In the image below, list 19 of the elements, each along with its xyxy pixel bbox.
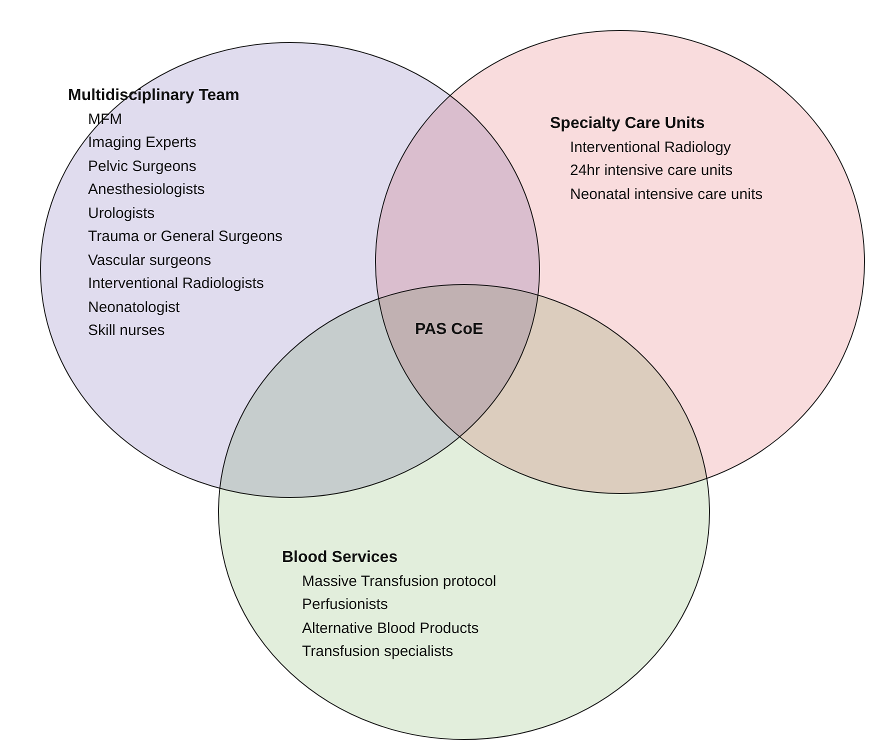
list-item: Neonatal intensive care units — [570, 184, 763, 204]
list-item: Anesthesiologists — [88, 180, 205, 200]
list-item: Neonatologist — [88, 298, 180, 318]
list-item: Massive Transfusion protocol — [302, 572, 496, 592]
list-item: Vascular surgeons — [88, 250, 212, 270]
list-item: Perfusionists — [302, 595, 388, 615]
list-item: Interventional Radiology — [570, 138, 731, 158]
list-item: Urologists — [88, 204, 155, 224]
list-item: Skill nurses — [88, 321, 165, 341]
group-heading: Specialty Care Units — [550, 114, 705, 134]
list-item: Imaging Experts — [88, 133, 196, 153]
list-item: Alternative Blood Products — [302, 618, 479, 638]
list-item: Pelvic Surgeons — [88, 156, 196, 176]
center-label: PAS CoE — [415, 320, 484, 340]
group-heading: Blood Services — [282, 548, 398, 568]
list-item: Interventional Radiologists — [88, 274, 264, 294]
list-item: Trauma or General Surgeons — [88, 227, 283, 247]
list-item: Transfusion specialists — [302, 642, 454, 662]
list-item: 24hr intensive care units — [570, 161, 733, 181]
